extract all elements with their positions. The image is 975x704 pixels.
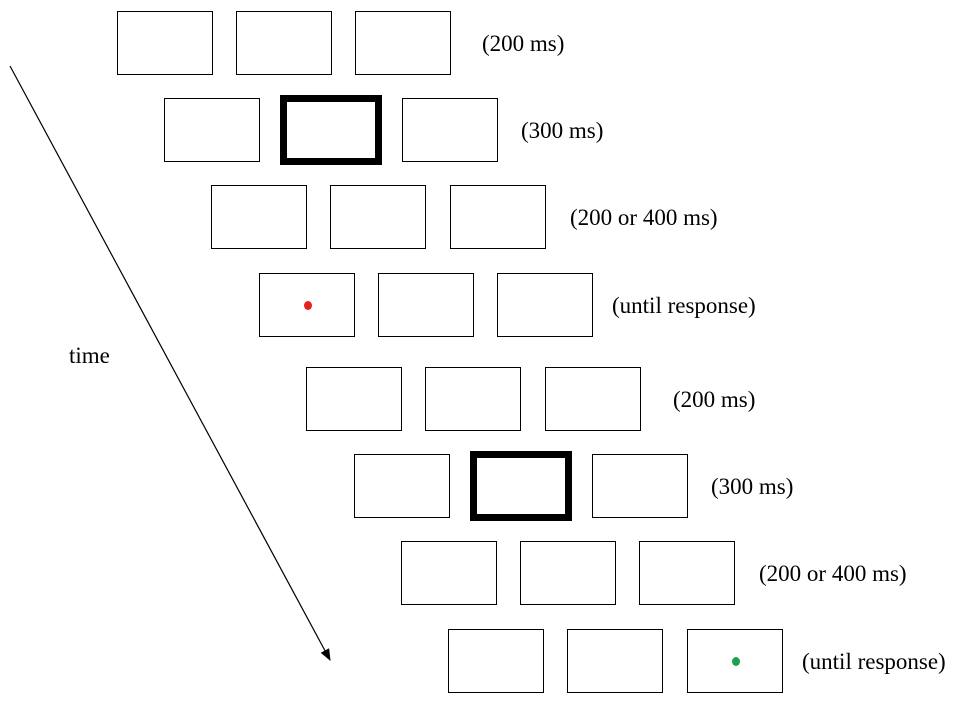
placeholder-box-right xyxy=(639,541,735,605)
placeholder-box-left xyxy=(448,629,544,693)
target-box-right xyxy=(687,629,783,693)
placeholder-box-right xyxy=(497,273,593,337)
placeholder-box-center xyxy=(330,185,426,249)
frame-duration: (300 ms) xyxy=(521,118,604,143)
placeholder-box-left xyxy=(306,367,402,431)
frame-duration: (300 ms) xyxy=(711,474,794,499)
placeholder-box-left xyxy=(117,11,213,75)
placeholder-box-left xyxy=(164,98,260,162)
placeholder-box-right xyxy=(355,11,451,75)
placeholder-box-center xyxy=(236,11,332,75)
time-axis-label: time xyxy=(69,343,110,368)
cued-box-center xyxy=(470,451,572,521)
cued-box-center xyxy=(280,95,382,165)
frame-duration: (200 or 400 ms) xyxy=(759,561,907,586)
placeholder-box-right xyxy=(450,185,546,249)
frame-duration: (200 or 400 ms) xyxy=(570,205,718,230)
placeholder-box-center xyxy=(520,541,616,605)
frame-duration: (200 ms) xyxy=(482,31,565,56)
placeholder-box-right xyxy=(402,98,498,162)
frame-duration: (200 ms) xyxy=(673,387,756,412)
green-target-dot xyxy=(732,657,740,666)
placeholder-box-left xyxy=(401,541,497,605)
placeholder-box-right xyxy=(592,454,688,518)
placeholder-box-left xyxy=(211,185,307,249)
placeholder-box-center xyxy=(425,367,521,431)
placeholder-box-center xyxy=(378,273,474,337)
placeholder-box-center xyxy=(567,629,663,693)
red-target-dot xyxy=(304,301,312,310)
frame-duration: (until response) xyxy=(802,649,946,674)
frame-duration: (until response) xyxy=(612,293,756,318)
placeholder-box-right xyxy=(545,367,641,431)
time-arrow-line xyxy=(9,65,331,662)
placeholder-box-left xyxy=(354,454,450,518)
target-box-left xyxy=(259,273,355,337)
